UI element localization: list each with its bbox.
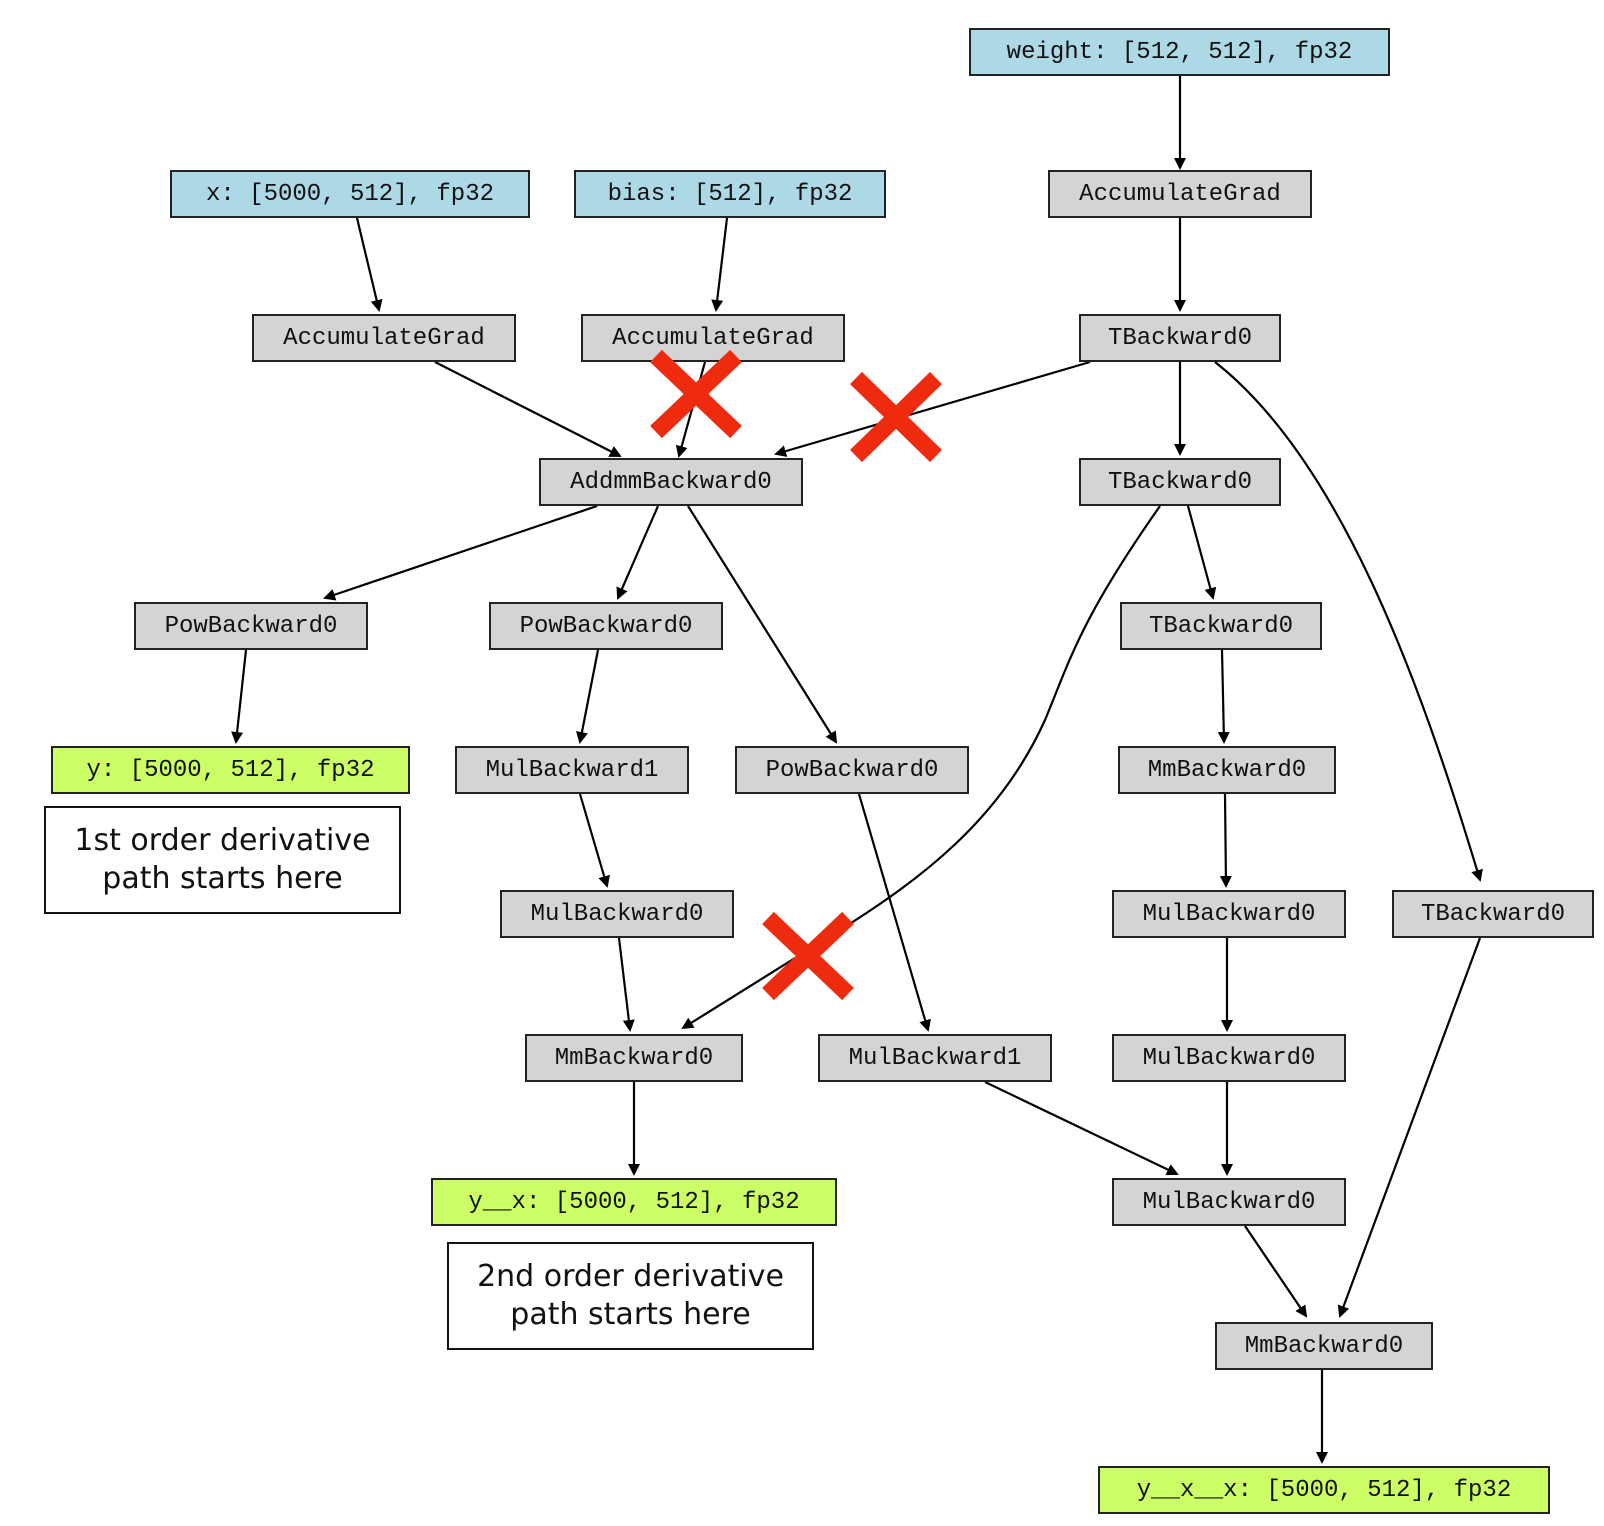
edge-pow1-y (231, 649, 248, 744)
edge-pow2-mul1a (576, 649, 600, 744)
edge-mm2-mul0b (1219, 793, 1232, 888)
mm-backward-node-3: MmBackward0 (1215, 1322, 1433, 1370)
edge-tback1-tback4 (1214, 361, 1483, 882)
y-output-node: y: [5000, 512], fp32 (51, 746, 410, 794)
edge-addmm-pow1 (323, 504, 598, 601)
second-order-note: 2nd order derivative path starts here (447, 1242, 814, 1350)
cross-mark-icon-2 (850, 371, 942, 463)
x-input-node: x: [5000, 512], fp32 (170, 170, 530, 218)
edge-mul1b-mul0d (984, 1081, 1179, 1176)
cross-mark-icon-1 (650, 349, 742, 439)
addmm-backward-node: AddmmBackward0 (539, 458, 803, 506)
edge-x-accum (355, 217, 383, 312)
mm-backward-node-2: MmBackward0 (1118, 746, 1336, 794)
edge-mul0d-mm3 (1244, 1225, 1308, 1318)
mul-backward0-node-a: MulBackward0 (500, 890, 734, 938)
mul-backward0-node-d: MulBackward0 (1112, 1178, 1346, 1226)
pow-backward-node-1: PowBackward0 (134, 602, 368, 650)
y-x-x-output-node: y__x__x: [5000, 512], fp32 (1098, 1466, 1550, 1514)
edge-pow3-mul1b (857, 793, 931, 1032)
cross-mark-stroke (850, 371, 942, 463)
t-backward-node-4: TBackward0 (1392, 890, 1594, 938)
edge-addmm-pow2 (616, 505, 660, 600)
mul-backward1-node-a: MulBackward1 (455, 746, 689, 794)
pow-backward-node-2: PowBackward0 (489, 602, 723, 650)
bias-input-node: bias: [512], fp32 (574, 170, 886, 218)
edge-bias-accum (711, 217, 729, 312)
accumulate-grad-x-node: AccumulateGrad (252, 314, 516, 362)
edge-tback1-addmm (774, 360, 1091, 457)
edge-mul0a-mm1 (617, 937, 635, 1032)
edge-tback2-mm1 (681, 505, 1161, 1030)
mul-backward0-node-b: MulBackward0 (1112, 890, 1346, 938)
edge-tback4-mm3 (1337, 937, 1482, 1318)
pow-backward-node-3: PowBackward0 (735, 746, 969, 794)
t-backward-node-1: TBackward0 (1079, 314, 1281, 362)
mul-backward1-node-b: MulBackward1 (818, 1034, 1052, 1082)
cross-mark-stroke (650, 349, 742, 439)
edge-accumx-addmm (434, 361, 622, 457)
edge-addmm-pow3 (687, 505, 838, 744)
t-backward-node-3: TBackward0 (1120, 602, 1322, 650)
mul-backward0-node-c: MulBackward0 (1112, 1034, 1346, 1082)
y-x-output-node: y__x: [5000, 512], fp32 (431, 1178, 837, 1226)
edge-mul1a-mul0a (578, 793, 610, 888)
accumulate-grad-weight-node: AccumulateGrad (1048, 170, 1312, 218)
t-backward-node-2: TBackward0 (1079, 458, 1281, 506)
edge-tback3-mm2 (1217, 649, 1230, 744)
edge-tback2-tback3 (1186, 505, 1217, 600)
cross-mark-icon-3 (762, 911, 854, 1001)
weight-input-node: weight: [512, 512], fp32 (969, 28, 1390, 76)
first-order-note: 1st order derivative path starts here (44, 806, 401, 914)
accumulate-grad-bias-node: AccumulateGrad (581, 314, 845, 362)
cross-mark-stroke (762, 911, 854, 1001)
mm-backward-node-1: MmBackward0 (525, 1034, 743, 1082)
